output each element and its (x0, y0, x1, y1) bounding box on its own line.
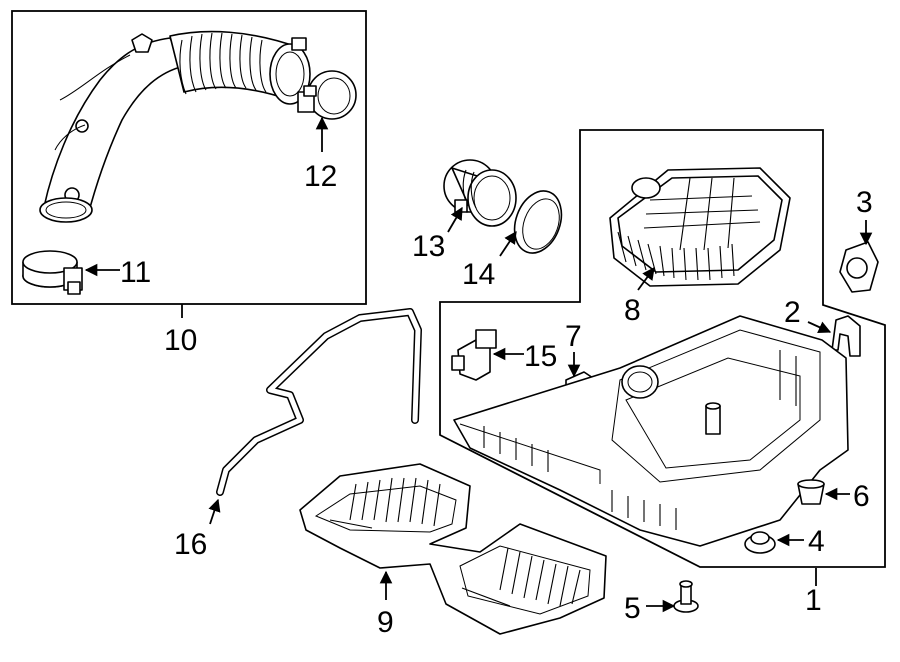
air-cleaner-lower-housing (453, 315, 849, 547)
callout-1: 1 (805, 584, 822, 617)
callout-6: 6 (853, 480, 870, 513)
lower-duct-9 (299, 463, 607, 635)
callout-4: 4 (808, 525, 825, 558)
callout-10: 10 (164, 324, 197, 357)
callout-8: 8 (624, 294, 641, 327)
callout-16: 16 (174, 528, 207, 561)
callout-15: 15 (524, 340, 557, 373)
grommet-3 (839, 241, 879, 293)
callout-2: 2 (784, 296, 801, 329)
leader-lines (84, 116, 873, 613)
bolt-5 (673, 580, 699, 613)
callout-5: 5 (624, 592, 641, 625)
clamp-12 (297, 70, 357, 120)
callout-12: 12 (304, 160, 337, 193)
air-filter-element (609, 167, 791, 287)
grommet-4 (744, 531, 776, 554)
callout-14: 14 (462, 258, 495, 291)
solenoid-15 (451, 329, 497, 381)
callout-13: 13 (412, 230, 445, 263)
mass-airflow-sensor (443, 159, 517, 227)
seal-14 (513, 190, 563, 254)
callout-7: 7 (565, 320, 582, 353)
callout-9: 9 (377, 606, 394, 639)
inlet-duct-group-box (11, 10, 367, 305)
air-cleaner-group-outline (439, 129, 886, 568)
callout-11: 11 (120, 256, 151, 289)
inlet-duct (39, 30, 311, 223)
callout-3: 3 (856, 186, 873, 219)
insulator-6 (797, 479, 825, 505)
vent-hose-16 (216, 308, 422, 496)
clamp-11 (22, 250, 83, 295)
